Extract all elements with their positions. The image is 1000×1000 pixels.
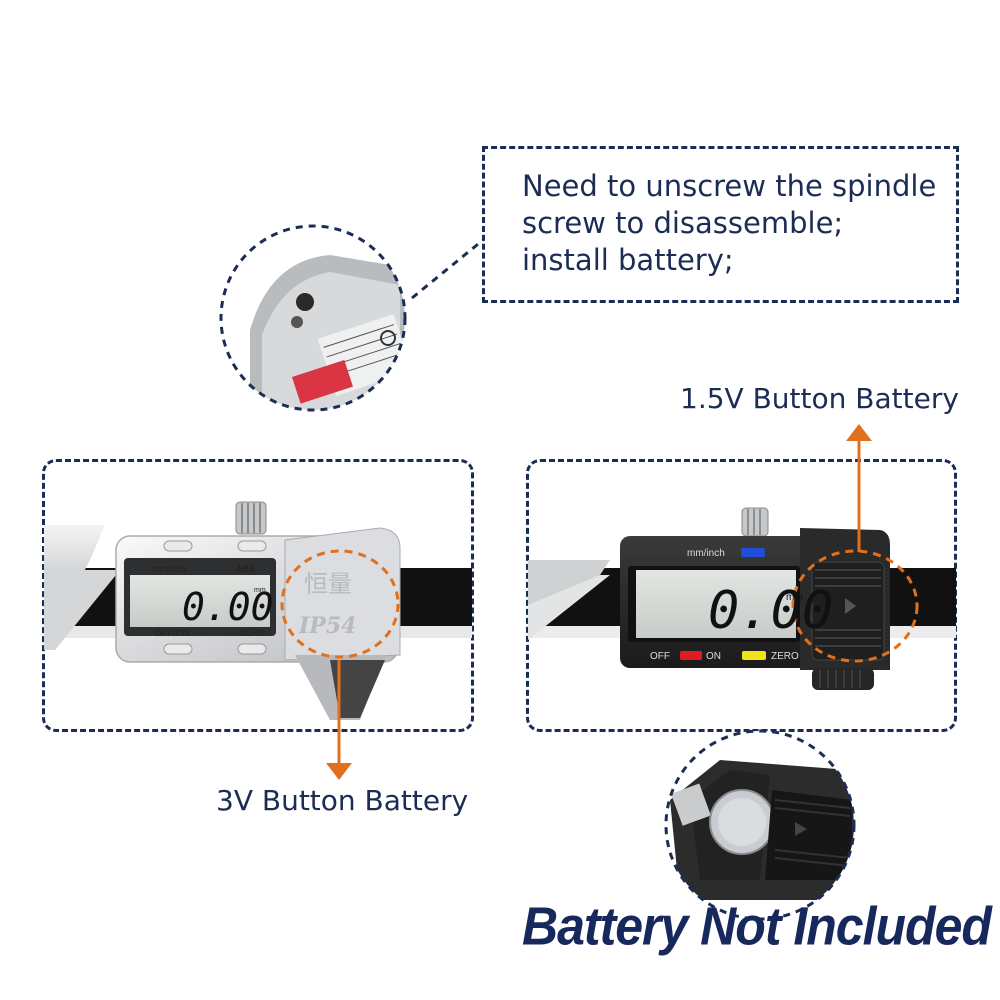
battery-1v5-label: 1.5V Button Battery bbox=[680, 382, 959, 415]
left-unit-label: mm/inch bbox=[152, 564, 186, 574]
ip-rating: IP54 bbox=[298, 613, 356, 639]
left-mode-label: ABS bbox=[236, 564, 255, 574]
unit-button bbox=[741, 548, 765, 557]
right-reading: 0.00 bbox=[708, 581, 833, 641]
right-unit-suffix: mm bbox=[786, 592, 803, 603]
right-off-label: OFF bbox=[650, 651, 670, 662]
note-line: install battery; bbox=[522, 243, 734, 277]
arrow-up-icon bbox=[846, 424, 872, 441]
off-button bbox=[680, 651, 702, 660]
spindle-screw-detail-image bbox=[221, 226, 405, 410]
battery-not-included-heading: Battery Not Included bbox=[522, 896, 992, 957]
battery-location-circle-left bbox=[280, 549, 400, 659]
left-zero-label: ZERO bbox=[240, 628, 265, 638]
zoom-circle-screw bbox=[219, 224, 407, 412]
note-line: Need to unscrew the spindle bbox=[522, 169, 937, 203]
callout-connector bbox=[411, 238, 484, 300]
left-unit-suffix: mm bbox=[254, 587, 266, 594]
brand-mark: 恒量 bbox=[304, 570, 352, 598]
left-onoff-label: OFF/ON bbox=[155, 628, 189, 638]
battery-compartment-image bbox=[666, 731, 854, 919]
right-caliper-image bbox=[528, 424, 956, 690]
left-caliper-frame bbox=[42, 459, 474, 732]
left-reading: 0.00 bbox=[182, 585, 274, 629]
slide-arrow-icon bbox=[845, 598, 856, 614]
arrow-down-icon bbox=[326, 763, 352, 780]
note-line: screw to disassemble; bbox=[522, 206, 844, 240]
disassembly-note: Need to unscrew the spindle screw to dis… bbox=[522, 168, 936, 279]
right-zero-label: ZERO bbox=[771, 651, 799, 662]
zero-button bbox=[742, 651, 766, 660]
zoom-circle-battery bbox=[664, 729, 856, 921]
battery-3v-label: 3V Button Battery bbox=[216, 784, 469, 817]
right-on-label: ON bbox=[706, 651, 721, 662]
right-unit-label: mm/inch bbox=[687, 548, 725, 559]
left-caliper-image bbox=[44, 501, 472, 780]
note-callout-box bbox=[482, 146, 959, 303]
battery-location-circle-right bbox=[791, 549, 919, 663]
